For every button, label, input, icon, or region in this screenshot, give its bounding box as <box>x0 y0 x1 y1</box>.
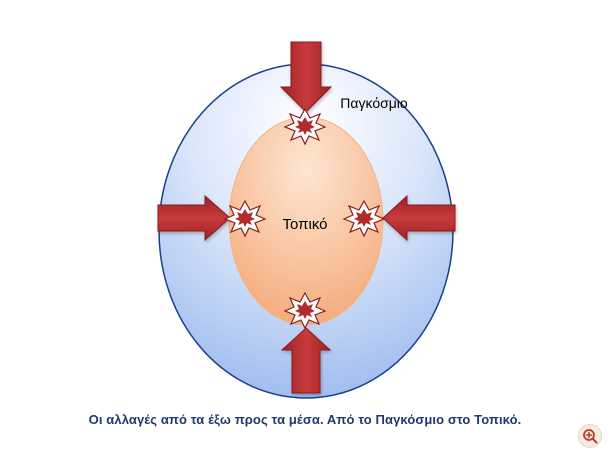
zoom-in-icon <box>583 429 598 444</box>
caption: Οι αλλαγές από τα έξω προς τα μέσα. Από … <box>88 412 522 427</box>
arrow-icon <box>382 194 456 242</box>
explosion-icon <box>342 199 386 238</box>
explosion-icon <box>283 107 327 146</box>
inner-label: Τοπικό <box>283 216 328 233</box>
arrow-icon <box>280 327 332 394</box>
outer-label: Παγκόσμιο <box>340 95 408 111</box>
arrow-icon <box>157 194 231 242</box>
explosion-icon <box>223 199 267 238</box>
zoom-button[interactable] <box>578 424 602 448</box>
arrow-icon <box>279 41 333 113</box>
explosion-icon <box>283 291 327 330</box>
